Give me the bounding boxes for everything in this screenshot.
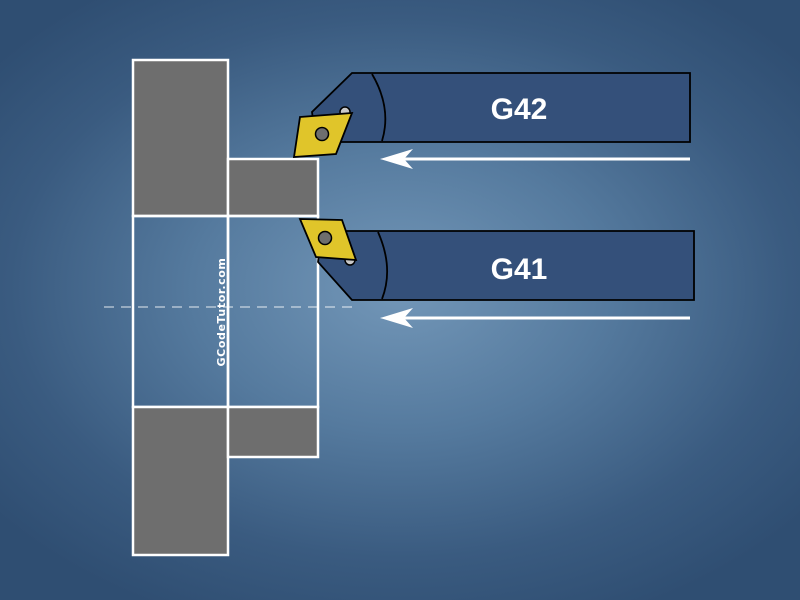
chuck-jaw-top <box>131 58 230 218</box>
workpiece <box>131 58 320 557</box>
insert-hole-upper <box>314 126 330 142</box>
tool-upper: G42 <box>292 72 691 158</box>
bore-outline-left <box>131 214 230 409</box>
feed-arrow-lower <box>380 308 690 328</box>
tool-label-lower: G41 <box>491 253 548 286</box>
insert-hole-lower <box>317 230 333 246</box>
tool-label-upper: G42 <box>491 93 548 126</box>
tool-holder-upper <box>311 72 691 143</box>
chuck-jaw-bottom <box>131 405 230 557</box>
watermark-text: GCodeTutor.com <box>215 258 228 367</box>
part-step-top <box>226 157 320 218</box>
bore-outline-right <box>226 214 320 409</box>
feed-arrow-upper <box>380 149 690 169</box>
part-step-bottom <box>226 405 320 459</box>
tool-lower: G41 <box>298 218 695 301</box>
holder-bevel-lower <box>377 231 389 300</box>
holder-bevel-upper <box>371 73 387 142</box>
